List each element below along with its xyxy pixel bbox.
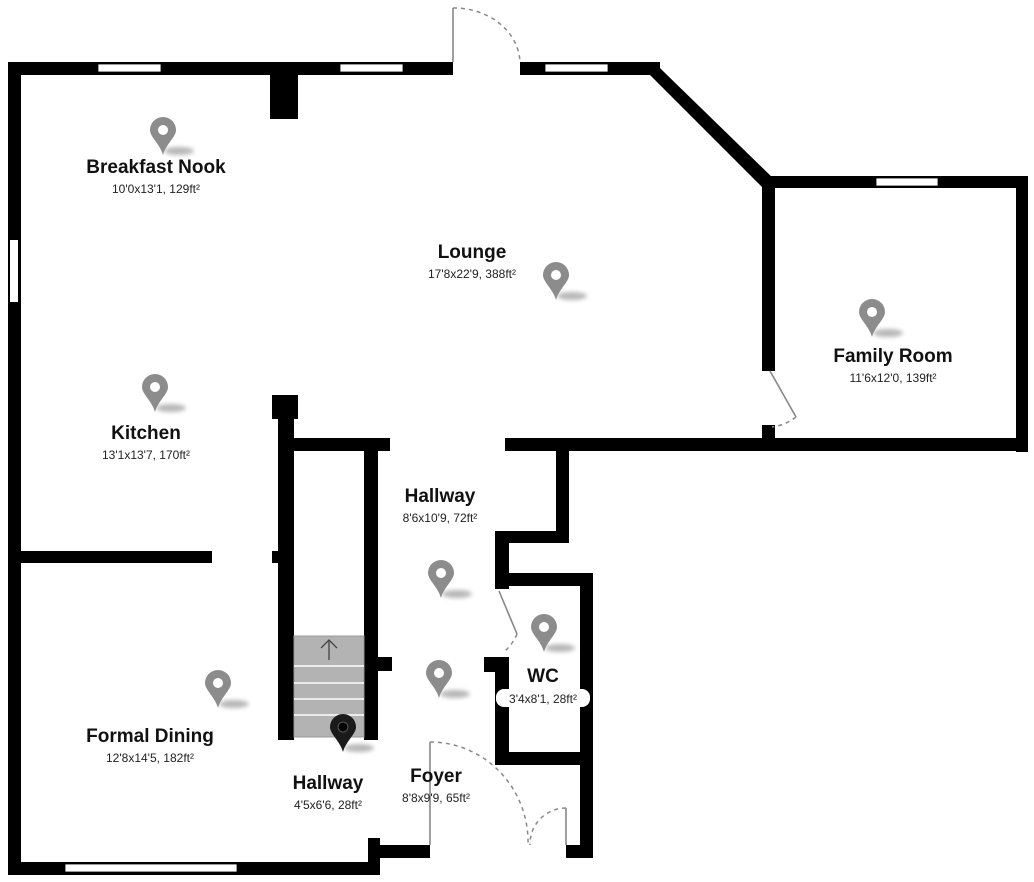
- door-swing: [771, 416, 797, 428]
- room-name-breakfast-nook: Breakfast Nook: [86, 157, 226, 178]
- wall-foyer-right: [566, 845, 593, 858]
- doors: [429, 7, 797, 846]
- wall-stair-top: [278, 438, 390, 451]
- room-dims-kitchen: 13'1x13'7, 170ft²: [102, 448, 190, 462]
- room-dims-wc: 3'4x8'1, 28ft²: [509, 692, 577, 706]
- wall-hall-right: [556, 438, 569, 543]
- map-pin-icon[interactable]: [859, 299, 903, 337]
- wall-family-left: [762, 176, 775, 371]
- wall-left: [8, 62, 21, 874]
- wall-family-right: [1016, 176, 1028, 452]
- wall-bottom-foyer: [368, 845, 430, 858]
- arrow-up-icon: [320, 639, 338, 660]
- wall-kitchen-dining: [8, 551, 212, 563]
- room-dims-breakfast-nook: 10'0x13'1, 129ft²: [112, 182, 200, 196]
- room-name-lounge: Lounge: [438, 242, 507, 263]
- map-pin-icon[interactable]: [543, 262, 587, 300]
- wall-wc-top: [495, 573, 593, 586]
- window: [10, 240, 18, 302]
- wall-stair-right: [364, 438, 378, 740]
- pins: [142, 117, 903, 752]
- wall-wc-left-low: [495, 657, 509, 765]
- room-dims-lounge: 17'8x22'9, 388ft²: [428, 267, 516, 281]
- door-swing: [529, 807, 567, 846]
- map-pin-icon[interactable]: [142, 374, 186, 412]
- window: [97, 63, 162, 73]
- wall-diagonal: [650, 62, 775, 190]
- door-leaf: [769, 370, 797, 418]
- room-dims-hallway-lower: 4'5x6'6, 28ft²: [294, 798, 362, 812]
- room-name-formal-dining: Formal Dining: [86, 726, 214, 747]
- wall-column-top: [270, 75, 298, 119]
- room-name-hallway-lower: Hallway: [293, 773, 364, 794]
- wall-wc-right: [580, 573, 593, 858]
- room-name-foyer: Foyer: [410, 766, 462, 787]
- door-swing: [429, 741, 529, 846]
- map-pin-icon[interactable]: [150, 117, 194, 155]
- window: [339, 63, 404, 73]
- room-name-wc: WC: [527, 666, 559, 687]
- map-pin-icon[interactable]: [531, 614, 575, 652]
- room-dims-hallway-upper: 8'6x10'9, 72ft²: [403, 511, 478, 525]
- wall-stair-left: [278, 395, 294, 740]
- room-labels: Breakfast Nook 10'0x13'1, 129ft² Lounge …: [86, 157, 953, 812]
- map-pin-icon[interactable]: [426, 660, 470, 698]
- room-dims-family-room: 11'6x12'0, 139ft²: [849, 371, 936, 385]
- door-swing: [452, 7, 521, 63]
- door-swing: [504, 633, 518, 652]
- door-leaf: [498, 590, 518, 635]
- window: [64, 863, 238, 873]
- window: [875, 177, 939, 187]
- window: [544, 63, 609, 73]
- room-dims-formal-dining: 12'8x14'5, 182ft²: [106, 751, 194, 765]
- map-pin-icon[interactable]: [428, 560, 472, 598]
- wall-stair-stub: [374, 657, 392, 671]
- windows: [10, 63, 939, 873]
- map-pin-icon[interactable]: [330, 714, 374, 752]
- wc-dims-bg: [496, 689, 590, 707]
- wall-hall-step: [495, 531, 569, 543]
- room-name-kitchen: Kitchen: [111, 423, 181, 444]
- wall-wc-bottom: [495, 752, 593, 765]
- wall-family-left-low: [762, 425, 775, 451]
- map-pin-icon[interactable]: [205, 670, 249, 708]
- room-name-family-room: Family Room: [833, 346, 952, 367]
- room-dims-foyer: 8'8x9'9, 65ft²: [402, 791, 470, 805]
- room-name-hallway-upper: Hallway: [405, 486, 476, 507]
- wall-stair-stub-left: [272, 551, 284, 563]
